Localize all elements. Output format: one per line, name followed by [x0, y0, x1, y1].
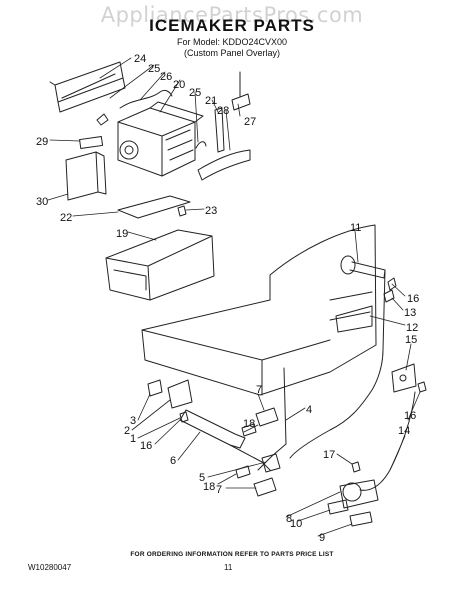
part-wire-harness	[119, 89, 173, 109]
part-clip-25a	[96, 113, 109, 126]
part-ice-bin	[105, 229, 215, 301]
part-water-valve	[339, 479, 379, 509]
part-screw-16a	[387, 277, 397, 291]
callout-15: 15	[405, 334, 417, 346]
callout-29: 29	[36, 136, 48, 148]
callout-5: 5	[199, 472, 205, 484]
callout-10: 10	[290, 518, 302, 530]
part-mounting-bracket	[49, 61, 126, 113]
part-ice-stripper	[197, 149, 251, 181]
part-clip-25b	[195, 141, 207, 149]
part-bracket-27	[231, 71, 251, 111]
part-water-line	[289, 269, 386, 459]
page-number: 11	[224, 563, 233, 572]
callout-18: 18	[203, 481, 215, 493]
callout-17: 17	[323, 449, 335, 461]
callout-22: 22	[60, 212, 72, 224]
part-fitting-3	[147, 379, 163, 397]
part-tube-4	[257, 367, 287, 471]
callout-30: 30	[36, 196, 48, 208]
callout-11: 11	[350, 222, 361, 234]
callout-7: 7	[256, 384, 262, 396]
part-water-line-2	[359, 391, 416, 491]
callout-13: 13	[404, 307, 416, 319]
callout-2: 2	[124, 425, 130, 437]
callout-12: 12	[406, 322, 418, 334]
part-water-inlet	[340, 255, 386, 279]
callout-4: 4	[306, 404, 312, 416]
callout-6: 6	[170, 455, 176, 467]
callout-25: 25	[148, 63, 160, 75]
part-housing-30	[65, 151, 107, 201]
callout-26: 26	[160, 71, 172, 83]
callout-20: 20	[173, 79, 185, 91]
callout-23: 23	[205, 205, 217, 217]
callout-labels: 24 25 26 20 25 21 27 28 29 30 22 23 19 1…	[36, 53, 419, 544]
document-code: W10280047	[28, 563, 72, 572]
part-label-29	[79, 136, 104, 149]
part-freezer-shell	[141, 224, 377, 396]
callout-18: 18	[243, 418, 255, 430]
callout-28: 28	[217, 105, 229, 117]
part-bracket-12	[335, 305, 373, 333]
callout-3: 3	[130, 415, 136, 427]
part-clip-13	[383, 289, 395, 303]
ordering-info: FOR ORDERING INFORMATION REFER TO PARTS …	[130, 551, 334, 558]
part-fill-cup-21	[214, 107, 225, 153]
callout-1: 1	[130, 433, 136, 445]
part-foam-7a	[255, 407, 279, 427]
callout-16: 16	[407, 293, 419, 305]
callout-19: 19	[116, 228, 128, 240]
part-screw-23	[177, 205, 187, 217]
part-fill-tube	[179, 409, 246, 449]
callout-9: 9	[319, 532, 325, 544]
part-foam-7b	[253, 477, 277, 497]
callout-16: 16	[140, 440, 152, 452]
page-title: ICEMAKER PARTS	[149, 16, 315, 35]
part-clip-18a	[241, 423, 257, 437]
part-screw-16b	[417, 381, 427, 393]
part-rail-22	[117, 195, 191, 219]
part-bracket-9	[349, 511, 373, 527]
callout-7: 7	[216, 484, 222, 496]
callout-25: 25	[189, 87, 201, 99]
watermark: AppliancePartsPros.com	[100, 3, 364, 27]
callout-16: 16	[404, 410, 416, 422]
part-bracket-2	[167, 379, 193, 409]
part-icemaker-assembly	[117, 101, 204, 177]
callout-27: 27	[244, 116, 256, 128]
callout-14: 14	[398, 425, 410, 437]
callout-8: 8	[286, 513, 292, 525]
callout-24: 24	[134, 53, 146, 65]
part-valve-mount	[391, 363, 417, 393]
part-fitting-5	[261, 453, 281, 473]
part-screw-17	[351, 461, 361, 473]
model-line: For Model: KDDO24CVX00	[176, 37, 288, 47]
part-clip-10	[327, 499, 349, 515]
variant-line: (Custom Panel Overlay)	[183, 48, 281, 58]
callout-21: 21	[205, 95, 217, 107]
